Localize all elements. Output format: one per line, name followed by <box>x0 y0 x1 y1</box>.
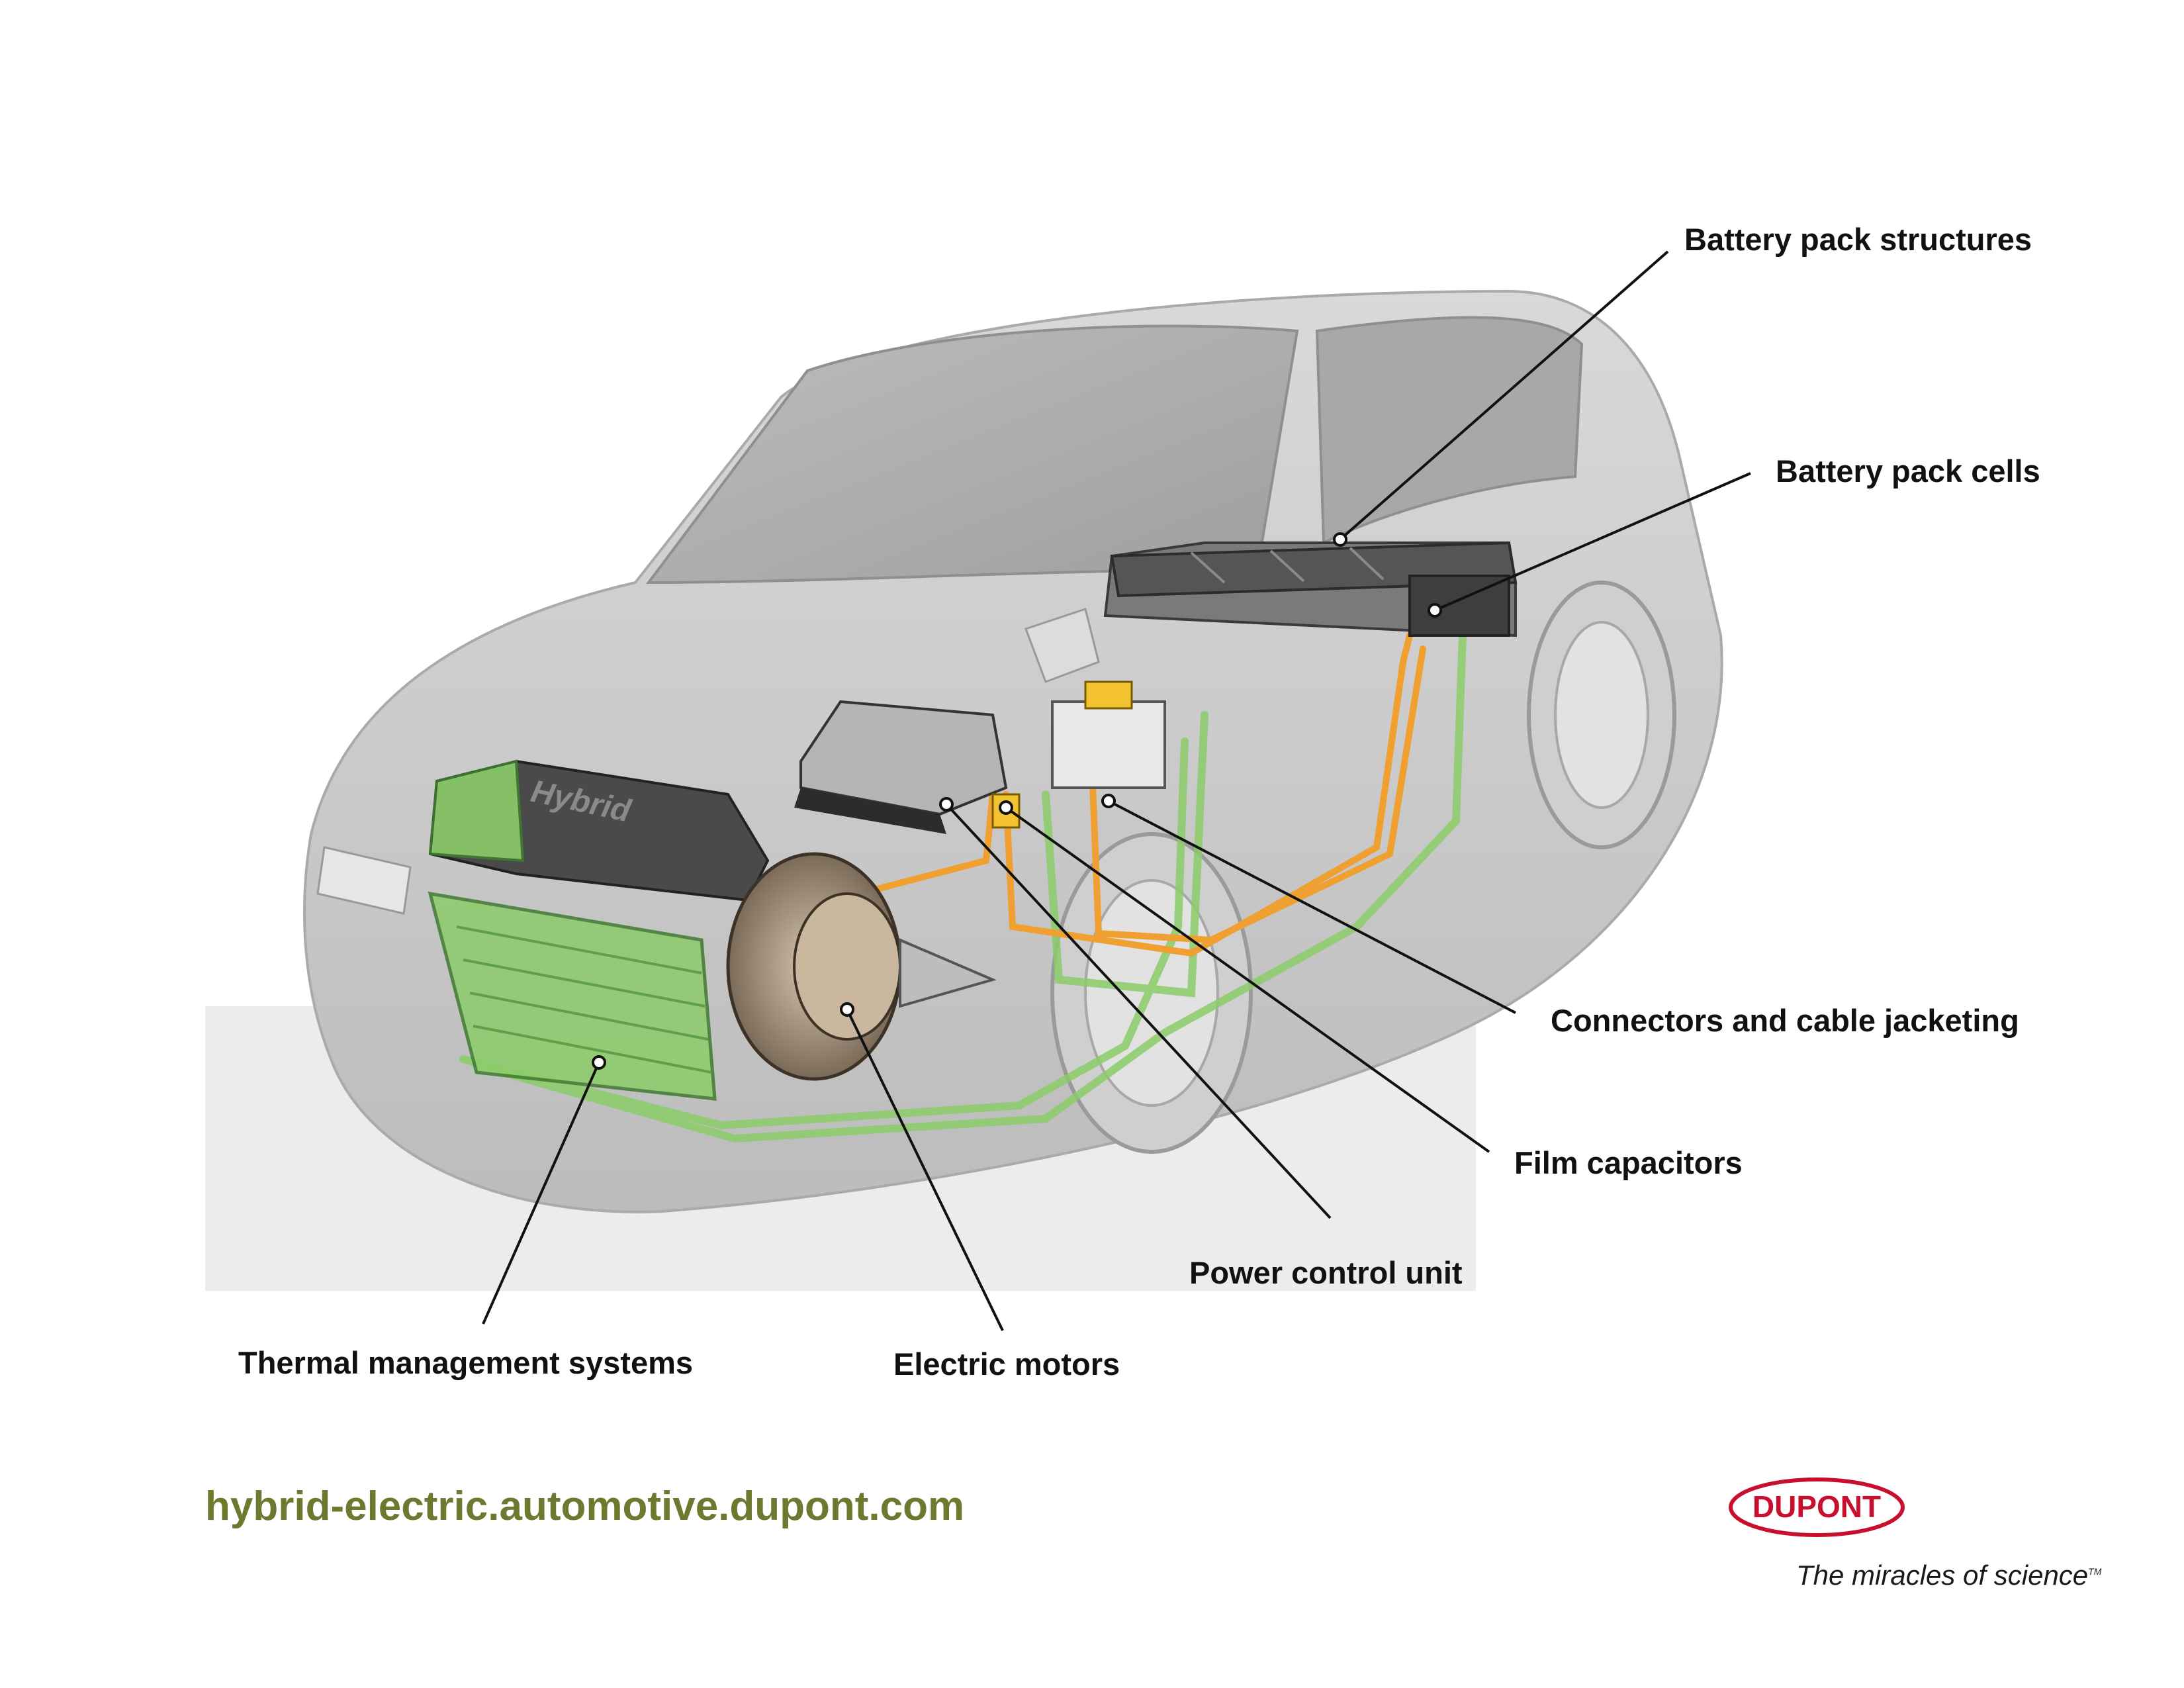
battery-pack <box>1103 541 1518 637</box>
label-battery-pack-structures: Battery pack structures <box>1684 222 2032 257</box>
leader-thermal <box>482 1062 600 1325</box>
thermal-lines <box>459 632 1467 1143</box>
leader-dots <box>592 532 1442 1070</box>
label-connectors-cable-jacketing: Connectors and cable jacketing <box>1551 1003 2019 1038</box>
dupont-oval-logo: DUPONT <box>1729 1477 1905 1537</box>
label-thermal-management-systems: Thermal management systems <box>238 1345 694 1380</box>
leader-electric-motors <box>846 1009 1004 1331</box>
label-film-capacitors: Film capacitors <box>1514 1145 1743 1180</box>
trademark-mark: TM <box>2088 1566 2102 1577</box>
label-electric-motors: Electric motors <box>893 1346 1120 1382</box>
radiator <box>428 891 717 1101</box>
label-power-control-unit: Power control unit <box>1189 1255 1463 1290</box>
engine: Hybrid <box>428 759 770 902</box>
label-battery-pack-cells: Battery pack cells <box>1776 453 2040 489</box>
dupont-logo: DUPONT The miracles of scienceTM <box>1727 1476 2101 1609</box>
leader-battery-structures <box>1339 250 1669 541</box>
footer-url[interactable]: hybrid-electric.automotive.dupont.com <box>205 1483 965 1529</box>
tagline: The miracles of scienceTM <box>1796 1560 2101 1591</box>
leader-power-control <box>945 803 1332 1219</box>
leader-film-capacitors <box>1005 806 1490 1153</box>
electric-motor <box>726 852 997 1081</box>
leader-battery-cells <box>1434 472 1751 612</box>
leader-lines <box>482 250 1751 1331</box>
dupont-logo-text: DUPONT <box>1752 1489 1881 1524</box>
film-capacitor-box <box>1051 680 1166 789</box>
leader-connectors <box>1108 800 1516 1014</box>
orange-cables <box>831 632 1426 957</box>
tagline-text: The miracles of science <box>1796 1560 2089 1591</box>
